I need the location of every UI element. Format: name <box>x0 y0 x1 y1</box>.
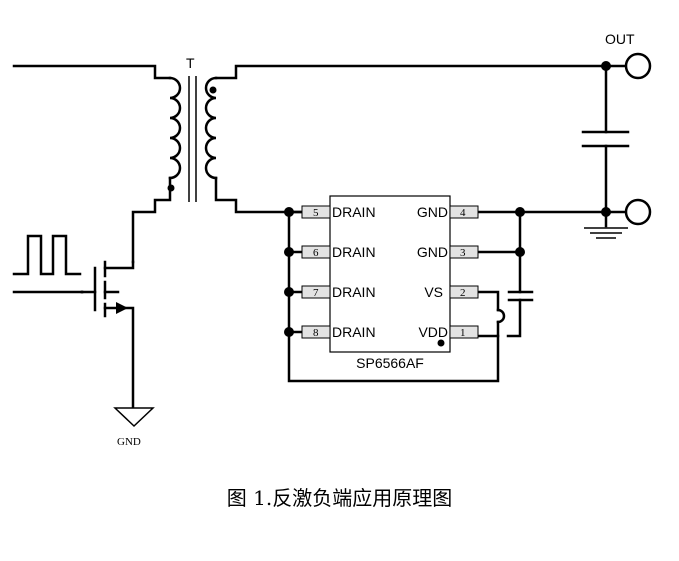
primary-polarity-dot <box>167 184 175 192</box>
pin-name-4: GND <box>417 204 448 220</box>
transformer-secondary-coil <box>204 64 608 214</box>
pin1-marker <box>437 339 445 347</box>
primary-input-wire <box>12 64 172 80</box>
chip-sp6566af <box>329 195 451 353</box>
ground-symbol <box>113 407 155 428</box>
figure-caption: 图 1.反激负端应用原理图 <box>226 486 453 510</box>
chip-name: SP6566AF <box>356 355 424 371</box>
transformer-core <box>188 76 197 202</box>
pin-number-5: 5 <box>313 207 319 219</box>
pin-name-1: VDD <box>418 324 448 340</box>
pin-name-5: DRAIN <box>332 204 376 220</box>
output-terminals <box>581 52 652 239</box>
right-pins: 4 3 2 1 GND GND VS VDD <box>417 204 479 340</box>
mosfet-switch <box>80 260 135 410</box>
transformer-label: T <box>186 55 195 71</box>
gate-pulse-waveform <box>12 234 84 294</box>
pin-number-1: 1 <box>460 327 466 339</box>
left-pins: 5 6 7 8 DRAIN DRAIN DRAIN DRAIN <box>301 204 376 340</box>
transformer-primary-coil <box>131 76 182 264</box>
output-label: OUT <box>605 31 635 47</box>
pin-number-2: 2 <box>460 287 466 299</box>
secondary-polarity-dot <box>209 86 217 94</box>
pin-number-8: 8 <box>313 327 319 339</box>
drain-bus <box>284 207 304 337</box>
pin-name-2: VS <box>424 284 443 300</box>
flyback-schematic: T OUT <box>12 31 652 448</box>
pin-number-6: 6 <box>313 247 319 259</box>
pin-name-7: DRAIN <box>332 284 376 300</box>
pin-name-8: DRAIN <box>332 324 376 340</box>
pin-name-6: DRAIN <box>332 244 376 260</box>
pin-number-3: 3 <box>460 247 466 259</box>
ground-label: GND <box>117 436 141 448</box>
pin-number-7: 7 <box>313 287 319 299</box>
pin-name-3: GND <box>417 244 448 260</box>
pin-number-4: 4 <box>460 207 466 219</box>
